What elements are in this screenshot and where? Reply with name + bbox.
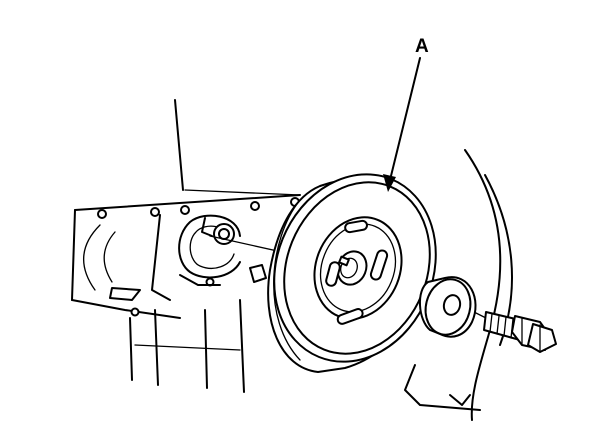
engine-block <box>71 99 301 393</box>
callout-a-arrowhead <box>383 174 396 192</box>
washer <box>419 276 477 338</box>
callout-a-label: A <box>415 36 429 57</box>
pulley-bolt <box>483 311 557 353</box>
callout-a: A <box>383 36 429 192</box>
oil-seal <box>178 214 267 286</box>
crankshaft-pulley <box>267 173 437 373</box>
